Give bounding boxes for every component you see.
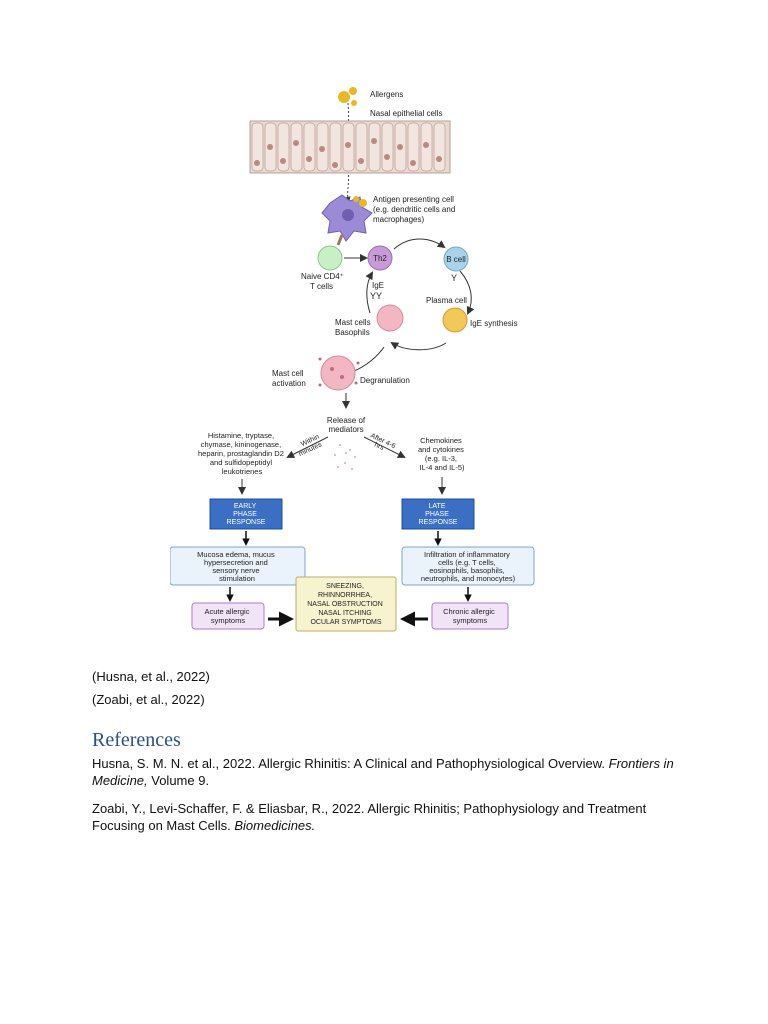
early-phase-label: EARLY PHASE RESPONSE [227,503,266,526]
early-effects-text: Mucosa edema, mucus hypersecretion and s… [197,550,277,583]
epithelial-label: Nasal epithelial cells [370,109,442,118]
late-phase-box [401,498,475,530]
chronic-symptoms-box [431,602,509,630]
allergen-particles-icon [338,87,357,106]
acute-symptoms-box [191,602,265,630]
reference-husna: Husna, S. M. N. et al., 2022. Allergic R… [92,756,674,788]
release-label-2: mediators [328,425,363,434]
release-label-1: Release of [327,416,366,425]
b-cell-label: B cell [446,255,466,264]
early-effects-box [170,546,306,586]
naive-t-label-1: Naive CD4⁺ [301,272,344,281]
mast-cell-icon [376,304,404,332]
chronic-symptoms-text: Chronic allergic symptoms [443,607,497,625]
mediator-particles-icon [334,444,356,470]
apc-label-3: macrophages) [373,215,424,224]
plasma-cell-icon [442,307,468,333]
ige-synthesis-label: IgE synthesis [470,319,518,328]
naive-t-label-2: T cells [310,282,333,291]
th2-label: Th2 [373,254,387,263]
early-mediators-text: Histamine, tryptase, chymase, kininogena… [198,431,286,476]
degranulation-label: Degranulation [360,376,410,385]
naive-t-cell-icon [317,245,343,271]
nasal-epithelium-icon [249,120,451,174]
citation-husna: (Husna, et al., 2022) [92,669,210,684]
late-mediators-text: Chemokines and cytokines (e.g. IL-3, IL-… [418,436,466,472]
antibody-icon: Y [451,273,457,283]
citation-zoabi: (Zoabi, et al., 2022) [92,692,205,707]
activation-label-1: Mast cell [272,369,304,378]
mast-label-1: Mast cells [335,318,371,327]
references-heading: References [92,729,181,751]
hrs-label: hrs [373,441,385,452]
late-effects-text: Infiltration of inflammatory cells (e.g.… [421,550,516,583]
late-phase-label: LATE PHASE RESPONSE [419,503,458,526]
plasma-cell-label: Plasma cell [426,296,467,305]
acute-symptoms-text: Acute allergic symptoms [204,607,251,625]
mast-label-2: Basophils [335,328,370,337]
symptoms-box [295,576,397,632]
reference-zoabi: Zoabi, Y., Levi-Schaffer, F. & Eliasbar,… [92,801,647,833]
ige-label: IgE [372,281,384,290]
pathway-diagram: Allergens Nasal epithelial cells Anti [170,87,535,632]
antigen-presenting-cell-icon [321,194,373,242]
th2-cell-icon [367,245,393,271]
ige-antibody-icon: YY [370,291,382,301]
symptoms-text: SNEEZING, RHINNORRHEA, NASAL OBSTRUCTION… [307,583,385,626]
allergens-label: Allergens [370,90,403,99]
apc-label-1: Antigen presenting cell [373,195,454,204]
activation-label-2: activation [272,379,306,388]
activated-mast-cell-icon [318,355,360,391]
allergic-rhinitis-pathway-figure: Allergens Nasal epithelial cells Anti [170,85,535,645]
early-phase-box [209,498,283,530]
late-effects-box [401,546,535,586]
b-cell-icon [443,246,469,272]
apc-label-2: (e.g. dendritic cells and [373,205,455,214]
